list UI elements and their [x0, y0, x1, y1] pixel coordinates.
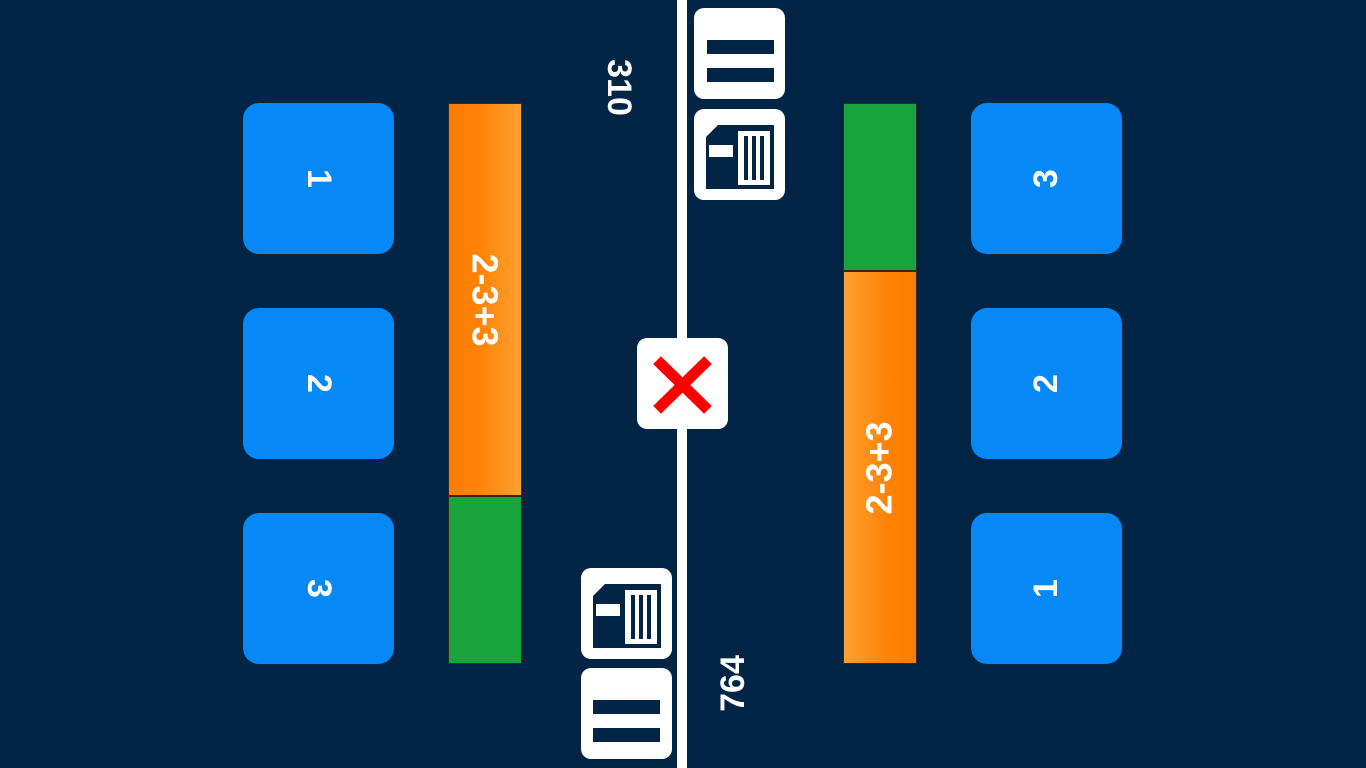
- right-expression-text: 2-3+3: [859, 420, 901, 515]
- tile-label: 2: [1026, 374, 1065, 393]
- sd-card-icon: [593, 584, 661, 648]
- left-answer-tile-3[interactable]: 3: [243, 513, 394, 664]
- close-button[interactable]: [637, 338, 728, 429]
- left-answer-tile-1[interactable]: 1: [243, 103, 394, 254]
- tile-label: 3: [299, 579, 338, 598]
- left-score: 310: [599, 59, 638, 116]
- right-answer-tile-1[interactable]: 1: [971, 513, 1122, 664]
- left-answer-tile-2[interactable]: 2: [243, 308, 394, 459]
- pause-icon: [707, 40, 774, 82]
- tile-label: 2: [299, 374, 338, 393]
- left-save-button[interactable]: [581, 568, 672, 659]
- left-pause-button[interactable]: [581, 668, 672, 759]
- right-expression-segment: 2-3+3: [843, 271, 917, 664]
- left-expression-text: 2-3+3: [465, 252, 507, 347]
- right-score: 764: [713, 655, 752, 712]
- right-answer-tile-3[interactable]: 3: [971, 103, 1122, 254]
- left-expression-segment: 2-3+3: [448, 103, 522, 496]
- sd-card-icon: [706, 125, 774, 189]
- pause-icon: [593, 700, 660, 742]
- left-expression-bar: 2-3+3: [448, 103, 522, 664]
- right-expression-bar: 2-3+3: [843, 103, 917, 664]
- tile-label: 1: [1026, 579, 1065, 598]
- left-progress-segment: [448, 496, 522, 664]
- close-icon: [653, 356, 712, 414]
- right-answer-tile-2[interactable]: 2: [971, 308, 1122, 459]
- tile-label: 3: [1026, 169, 1065, 188]
- right-pause-button[interactable]: [694, 8, 785, 99]
- right-progress-segment: [843, 103, 917, 271]
- tile-label: 1: [299, 169, 338, 188]
- right-save-button[interactable]: [694, 109, 785, 200]
